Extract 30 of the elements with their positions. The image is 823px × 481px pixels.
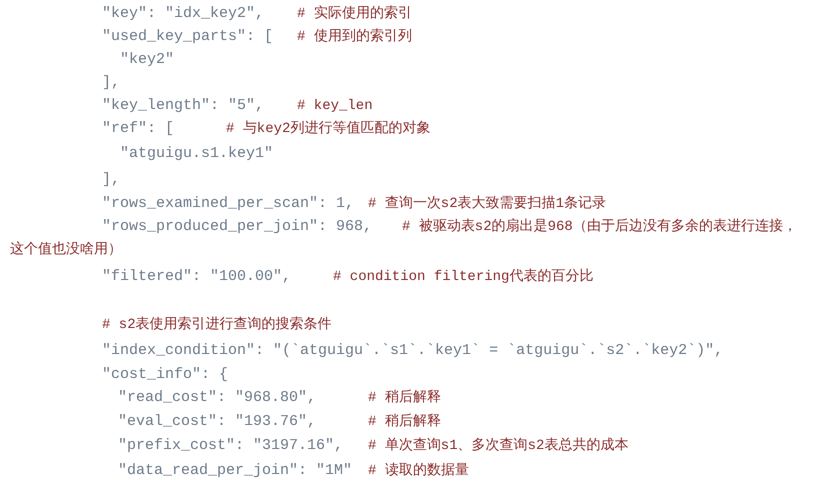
code-comment: # 查询一次s2表大致需要扫描1条记录 [368, 195, 606, 213]
code-line: ], [102, 74, 120, 92]
code-line: "cost_info": { [102, 366, 228, 384]
code-comment: # 稍后解释 [368, 413, 441, 431]
code-line: "atguigu.s1.key1" [120, 145, 274, 163]
code-comment: # 被驱动表s2的扇出是968（由于后边没有多余的表进行连接， [402, 218, 797, 236]
code-line: "ref": [ [102, 120, 174, 138]
code-line: "data_read_per_join": "1M" [118, 462, 352, 480]
code-comment: # s2表使用索引进行查询的搜索条件 [102, 316, 332, 334]
code-line: "index_condition": "(`atguigu`.`s1`.`key1` = `atguigu`.`s2`.`key2`)", [102, 342, 724, 360]
code-comment: # 读取的数据量 [368, 462, 469, 480]
code-comment: # 单次查询s1、多次查询s2表总共的成本 [368, 437, 628, 455]
code-line: "rows_produced_per_join": 968, [102, 218, 372, 236]
code-comment: # 使用到的索引列 [297, 28, 412, 46]
code-comment: # key_len [297, 97, 373, 115]
code-line: "prefix_cost": "3197.16", [118, 437, 344, 455]
code-line: "rows_examined_per_scan": 1, [102, 195, 354, 213]
code-line: "key2" [120, 51, 174, 69]
code-comment: # 稍后解释 [368, 389, 441, 407]
code-line: "key_length": "5", [102, 97, 264, 115]
code-line: "used_key_parts": [ [102, 28, 274, 46]
code-comment: # 实际使用的索引 [297, 5, 412, 23]
code-line: "read_cost": "968.80", [118, 389, 316, 407]
code-comment: # condition filtering代表的百分比 [333, 268, 594, 286]
code-comment: # 与key2列进行等值匹配的对象 [226, 120, 430, 138]
code-line: "eval_cost": "193.76", [118, 413, 316, 431]
code-line: "key": "idx_key2", [102, 5, 264, 23]
code-line: ], [102, 171, 120, 189]
code-comment: 这个值也没啥用） [10, 241, 122, 259]
code-line: "filtered": "100.00", [102, 268, 292, 286]
